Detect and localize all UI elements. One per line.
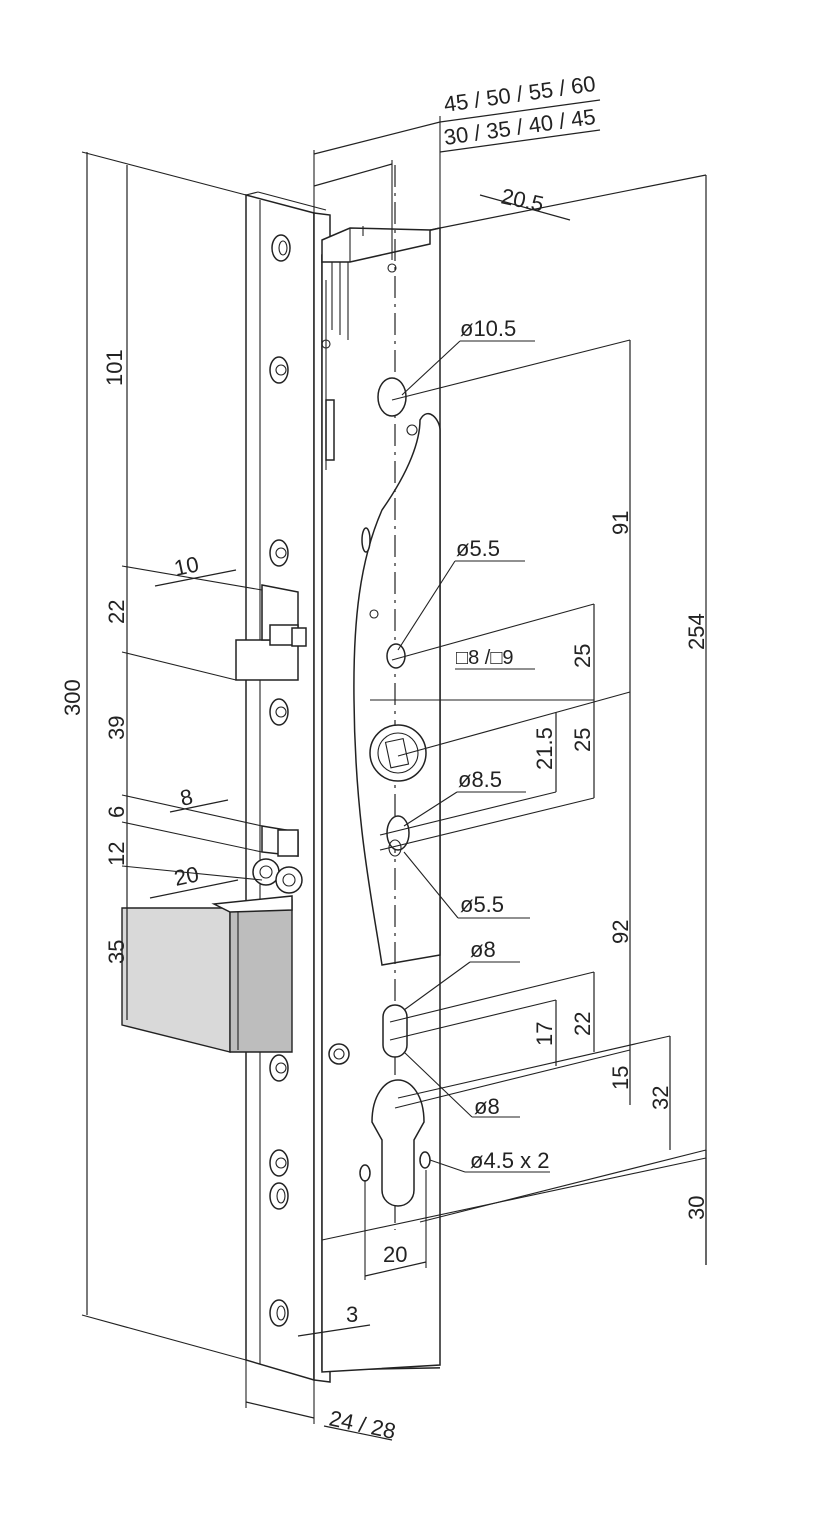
label-cyl-width: 20 xyxy=(383,1242,407,1267)
label-slot-top: ø8 xyxy=(470,937,496,962)
label-6: 6 xyxy=(104,806,129,818)
label-hole-mid: ø8.5 xyxy=(458,767,502,792)
label-screw-holes: ø4.5 x 2 xyxy=(470,1148,549,1173)
label-254: 254 xyxy=(684,613,709,650)
label-22-left: 22 xyxy=(104,600,129,624)
label-hole-small-2: ø5.5 xyxy=(460,892,504,917)
label-15: 15 xyxy=(608,1066,633,1090)
label-25-top: 25 xyxy=(570,644,595,668)
label-30: 30 xyxy=(684,1196,709,1220)
label-spindle-square: □8 /□9 xyxy=(456,647,514,669)
label-300: 300 xyxy=(60,679,85,716)
label-25-mid: 25 xyxy=(570,728,595,752)
small-bolt xyxy=(261,825,299,857)
case-holes xyxy=(328,263,431,1207)
label-101: 101 xyxy=(102,349,127,386)
label-20-bolt: 20 xyxy=(172,861,201,891)
label-slot-bottom: ø8 xyxy=(474,1094,500,1119)
label-39: 39 xyxy=(104,716,129,740)
label-92: 92 xyxy=(608,920,633,944)
latch-bolt xyxy=(235,584,307,681)
label-21-5: 21.5 xyxy=(532,727,557,770)
label-22-right: 22 xyxy=(570,1012,595,1036)
label-12: 12 xyxy=(104,842,129,866)
label-hole-top: ø10.5 xyxy=(460,316,516,341)
label-32: 32 xyxy=(648,1086,673,1110)
label-35: 35 xyxy=(104,940,129,964)
label-faceplate-width: 24 / 28 xyxy=(327,1405,398,1443)
label-10: 10 xyxy=(172,551,201,581)
deadbolt xyxy=(121,858,303,1053)
label-hole-small-1: ø5.5 xyxy=(456,536,500,561)
label-8: 8 xyxy=(178,784,195,811)
dimension-labels: 45 / 50 / 55 / 60 30 / 35 / 40 / 45 20.5… xyxy=(60,71,709,1444)
dimension-lines xyxy=(81,99,707,1441)
label-faceplate-thickness: 3 xyxy=(346,1302,358,1327)
label-17: 17 xyxy=(532,1022,557,1046)
faceplate-screw-holes xyxy=(269,234,291,1327)
cover-plate xyxy=(353,413,441,966)
label-91: 91 xyxy=(608,511,633,535)
